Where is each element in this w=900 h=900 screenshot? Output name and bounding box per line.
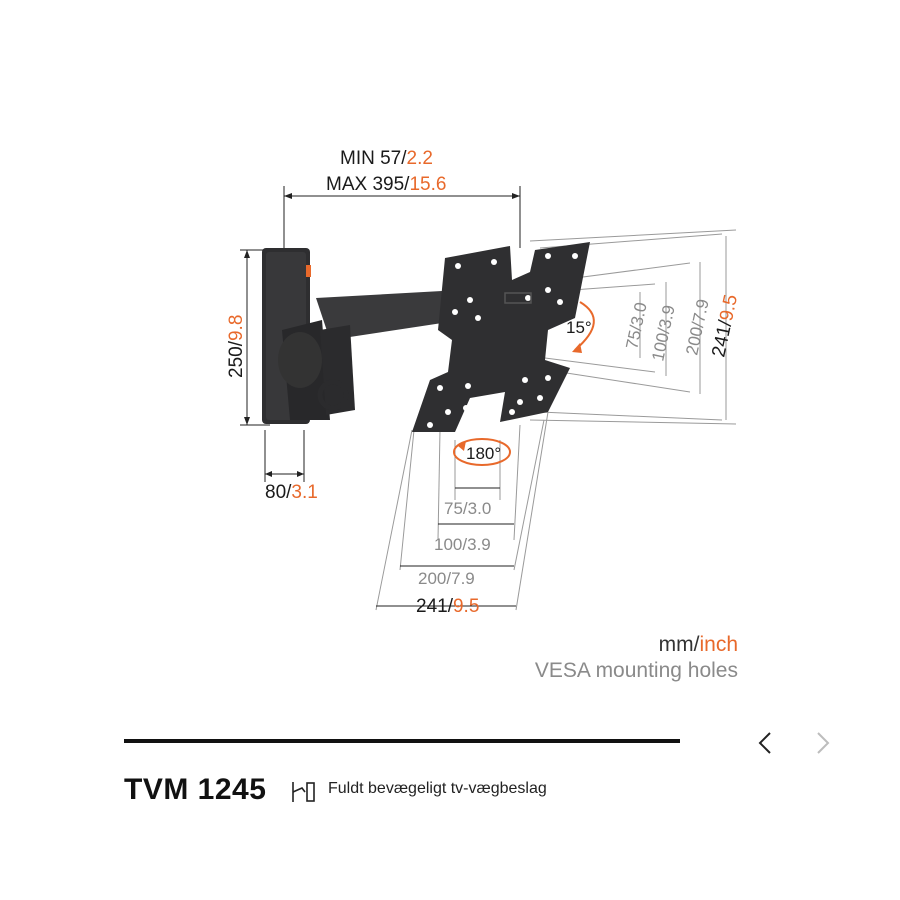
vesa-v200-in: 7.9	[689, 297, 713, 324]
width-sep: /	[286, 482, 292, 503]
wall-mount-diagram: MIN 57/2.2 MAX 395/15.6 250/9.8 80/3.1 1…	[226, 148, 742, 617]
vesa-v100-sep: /	[654, 326, 674, 335]
chevron-left-icon	[758, 732, 771, 754]
svg-text:75/3.0: 75/3.0	[444, 499, 491, 518]
vesa-h241-mm: 241	[416, 596, 448, 617]
svg-text:80/3.1: 80/3.1	[265, 482, 318, 503]
full-motion-mount-icon	[292, 782, 315, 802]
chevron-right-icon	[817, 732, 830, 754]
next-image-button[interactable]	[806, 728, 836, 758]
vesa-v241-sep: /	[715, 318, 737, 328]
svg-text:75/3.0: 75/3.0	[622, 301, 650, 351]
svg-text:241/9.5: 241/9.5	[416, 596, 479, 617]
previous-image-button[interactable]	[752, 728, 782, 758]
svg-text:MIN 57/2.2: MIN 57/2.2	[340, 148, 433, 169]
vesa-v241-in: 9.5	[716, 293, 742, 323]
arm-min-in: 2.2	[407, 148, 433, 169]
vesa-h75-sep: /	[463, 499, 468, 518]
swivel-angle: 180°	[466, 444, 501, 463]
height-mm: 250	[226, 346, 247, 378]
svg-text:MAX 395/15.6: MAX 395/15.6	[326, 174, 446, 195]
vesa-v75-sep: /	[626, 323, 646, 332]
vesa-v241-mm: 241	[708, 324, 735, 359]
product-title: TVM 1245	[124, 773, 267, 806]
width-in: 3.1	[291, 482, 317, 503]
svg-text:241/9.5: 241/9.5	[708, 293, 742, 359]
vesa-h200-sep: /	[446, 569, 451, 588]
vesa-v200-sep: /	[688, 320, 708, 329]
svg-text:100/3.9: 100/3.9	[434, 535, 491, 554]
height-in: 9.8	[226, 315, 247, 341]
arm-max-sep: /	[404, 174, 410, 195]
units-legend: mm/inch VESA mounting holes	[535, 632, 738, 684]
svg-text:100/3.9: 100/3.9	[648, 303, 678, 362]
legend-vesa: VESA mounting holes	[534, 659, 738, 682]
svg-text:200/7.9: 200/7.9	[418, 569, 475, 588]
arm-max-mm: MAX 395	[326, 174, 404, 195]
vesa-h241-in: 9.5	[453, 596, 479, 617]
height-sep: /	[226, 340, 247, 346]
vesa-v100-mm: 100	[648, 331, 672, 363]
gallery-progress-divider	[124, 739, 680, 743]
arm-min-sep: /	[401, 148, 407, 169]
vesa-v100-in: 3.9	[655, 303, 679, 330]
arm-min-mm: MIN 57	[340, 148, 401, 169]
vesa-h100-sep: /	[462, 535, 467, 554]
vesa-h200-in: 7.9	[451, 569, 475, 588]
swivel-arm	[278, 290, 462, 420]
legend-mm: mm	[658, 633, 694, 656]
vesa-v200-mm: 200	[682, 325, 706, 357]
tilt-angle: 15°	[566, 318, 592, 337]
vesa-h200-mm: 200	[418, 569, 446, 588]
vesa-h100-in: 3.9	[467, 535, 491, 554]
vesa-h241-sep: /	[448, 596, 454, 617]
vesa-h75-in: 3.0	[468, 499, 492, 518]
product-description: Fuldt bevægeligt tv-vægbeslag	[328, 780, 547, 797]
legend-inch: inch	[699, 633, 738, 656]
svg-text:250/9.8: 250/9.8	[226, 315, 247, 378]
width-mm: 80	[265, 482, 286, 503]
vesa-h75-mm: 75	[444, 499, 463, 518]
arm-max-in: 15.6	[409, 174, 446, 195]
vesa-v75-mm: 75	[622, 328, 645, 350]
vesa-v75-in: 3.0	[627, 301, 650, 328]
svg-text:200/7.9: 200/7.9	[682, 297, 712, 356]
vesa-h100-mm: 100	[434, 535, 462, 554]
vesa-plate	[412, 242, 590, 432]
legend-slash: /	[693, 633, 700, 656]
